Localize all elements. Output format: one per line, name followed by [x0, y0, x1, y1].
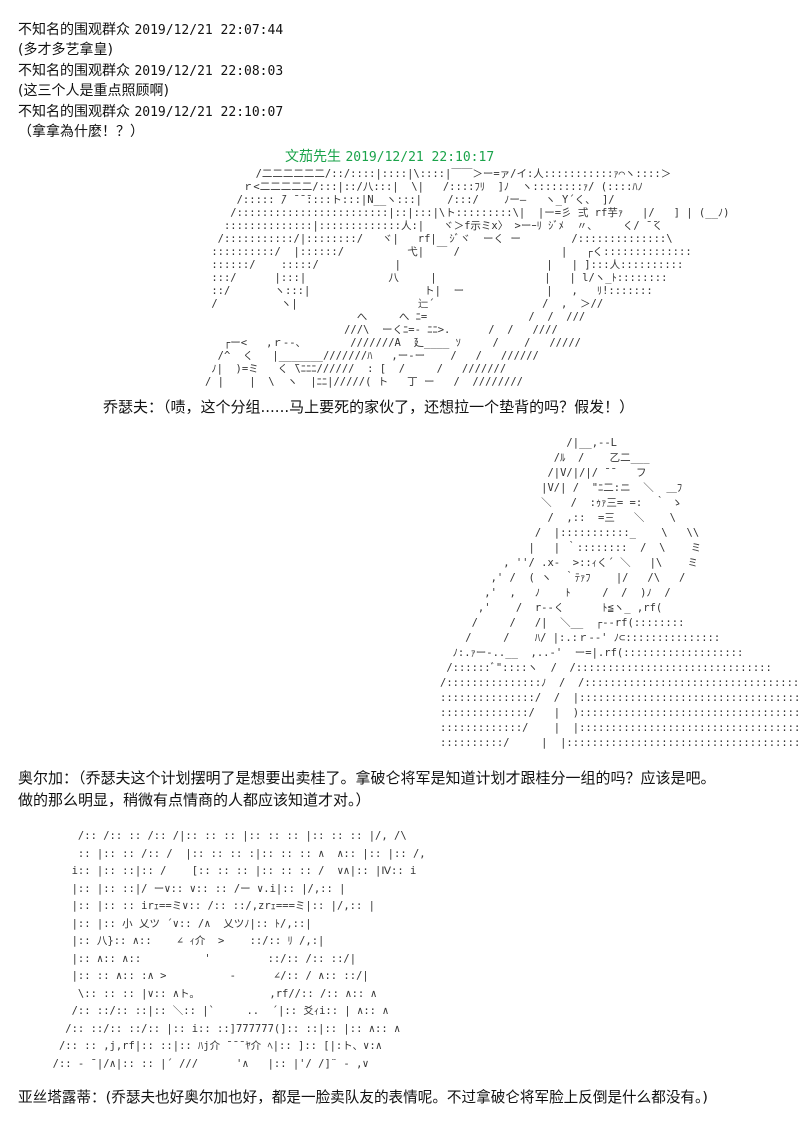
- comment-time: 2019/12/21 22:10:07: [134, 105, 284, 120]
- comment-author: 不知名的围观群众: [18, 104, 130, 120]
- dialogue-orga-1: 奥尔加：（乔瑟夫这个计划摆明了是想要出卖桂了。拿破仑将军是知道计划才跟桂分一组的…: [18, 769, 716, 787]
- comment-3-header: 不知名的围观群众 2019/12/21 22:10:07: [18, 102, 283, 123]
- comment-author: 不知名的围观群众: [18, 22, 130, 38]
- dialogue-orga-2: 做的那么明显，稍微有点情商的人都应该知道才对。）: [18, 791, 371, 809]
- post-header: 文茄先生 2019/12/21 22:10:17: [285, 147, 494, 168]
- comment-2-header: 不知名的围观群众 2019/12/21 22:08:03: [18, 61, 283, 82]
- dialogue-joseph: 乔瑟夫：（啧，这个分组......马上要死的家伙了，还想拉一个垫背的吗？假发！）: [103, 398, 635, 416]
- dialogue-astaroth: 亚丝塔露蒂：(乔瑟夫也好奥尔加也好，都是一脸卖队友的表情呢。不过拿破仑将军脸上反…: [18, 1089, 708, 1106]
- comment-3-text: （拿拿為什麼！？）: [18, 124, 144, 140]
- ascii-art-orga: /|__,-‐L /ﾙ / 乙二___ /|V/|/|/ ̄ ̄ フ |V/| …: [440, 437, 800, 749]
- comment-time: 2019/12/21 22:07:44: [134, 23, 284, 38]
- comment-2-text: (这三个人是重点照顾啊): [18, 83, 169, 99]
- comment-1-header: 不知名的围观群众 2019/12/21 22:07:44: [18, 20, 283, 41]
- post-time: 2019/12/21 22:10:17: [345, 150, 495, 165]
- ascii-art-joseph: /二二二二二二/::/::::|::::|\::::|￣￣＞ー=ァ/イ:人:::…: [205, 168, 730, 388]
- comment-author: 不知名的围观群众: [18, 63, 130, 79]
- comment-time: 2019/12/21 22:08:03: [134, 64, 284, 79]
- comment-1-text: (多才多艺拿皇): [18, 42, 113, 58]
- ascii-art-astaroth: /:: /:: :: /:: /|:: :: :: |:: :: :: |:: …: [52, 830, 426, 1070]
- post-author: 文茄先生: [285, 149, 341, 165]
